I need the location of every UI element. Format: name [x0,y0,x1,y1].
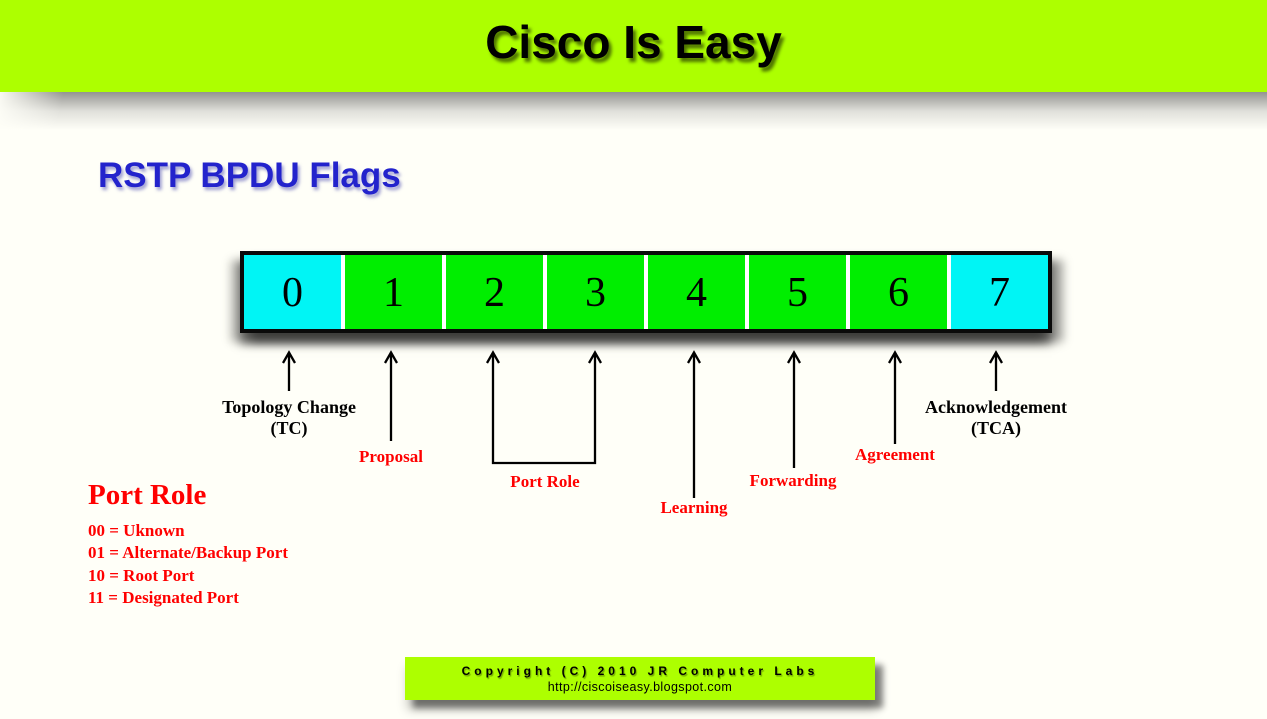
label-acknowledgement: Acknowledgement (TCA) [925,397,1067,439]
legend-entries: 00 = Uknown 01 = Alternate/Backup Port 1… [88,520,288,610]
label-forwarding: Forwarding [749,471,837,490]
banner-shadow [0,92,1267,132]
bit-cell-3: 3 [547,255,644,329]
diagram-heading: RSTP BPDU Flags [98,156,401,195]
bit-field: 0 1 2 3 4 5 6 7 [240,251,1052,333]
bit-cell-1: 1 [345,255,442,329]
label-topology-change-abbr: (TC) [270,418,308,438]
legend-entry: 11 = Designated Port [88,588,239,608]
bit-cell-4: 4 [648,255,745,329]
label-proposal: Proposal [359,447,423,466]
label-topology-change-text: Topology Change [222,397,356,417]
label-acknowledgement-text: Acknowledgement [925,397,1067,417]
label-port-role-bracket: Port Role [510,472,580,491]
bit-cell-7: 7 [951,255,1048,329]
header-banner: Cisco Is Easy [0,0,1267,92]
legend-entry: 00 = Uknown [88,520,185,540]
bit-cell-0: 0 [244,255,341,329]
label-acknowledgement-abbr: (TCA) [971,418,1021,438]
copyright-text: Copyright (C) 2010 JR Computer Labs [461,663,819,678]
label-topology-change: Topology Change (TC) [222,397,356,439]
bit-cell-5: 5 [749,255,846,329]
legend-heading: Port Role [88,479,207,511]
bit-cell-2: 2 [446,255,543,329]
legend-entry: 10 = Root Port [88,565,195,585]
bit-cell-6: 6 [850,255,947,329]
port-role-legend: Port Role 00 = Uknown 01 = Alternate/Bac… [88,479,288,610]
page-title: Cisco Is Easy [485,16,782,68]
copyright-url: http://ciscoiseasy.blogspot.com [547,679,733,694]
copyright-box: Copyright (C) 2010 JR Computer Labs http… [405,657,875,700]
label-learning: Learning [660,498,728,517]
legend-entry: 01 = Alternate/Backup Port [88,543,288,563]
label-agreement: Agreement [855,445,935,464]
